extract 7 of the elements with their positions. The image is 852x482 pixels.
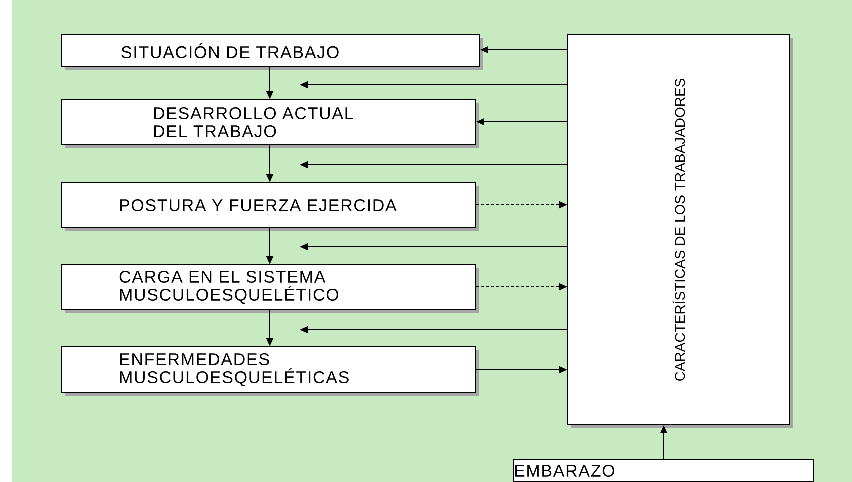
process-box: ENFERMEDADES MUSCULOESQUELÉTICAS: [62, 346, 479, 396]
process-box: EMBARAZO: [514, 460, 814, 482]
process-box: SITUACIÓN DE TRABAJO: [62, 34, 483, 70]
process-box: CARGA EN EL SISTEMA MUSCULOESQUELÉTICO: [62, 264, 479, 313]
tall-box: CARACTERÍSTICAS DE LOS TRABAJADORES: [568, 34, 793, 428]
process-box: POSTURA Y FUERZA EJERCIDA: [62, 182, 479, 231]
process-box: DESARROLLO ACTUAL DEL TRABAJO: [62, 100, 479, 148]
